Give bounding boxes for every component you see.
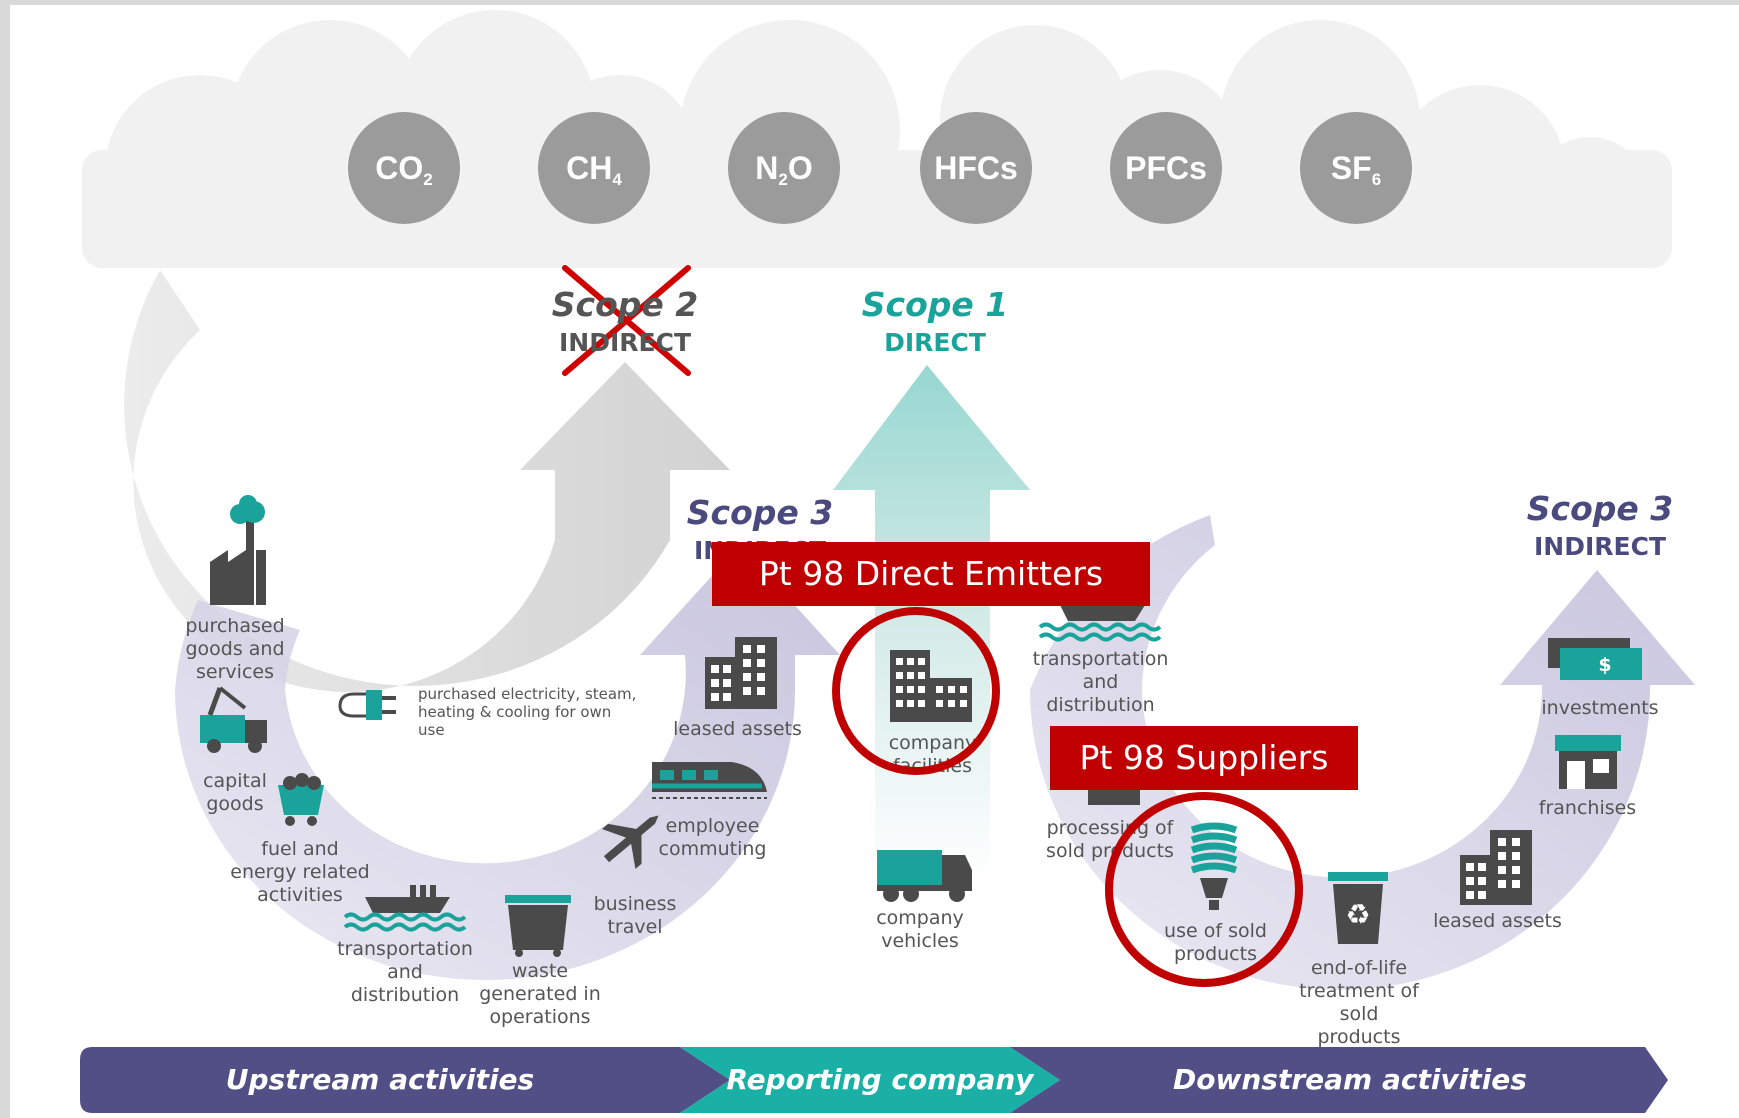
factory-icon — [210, 495, 266, 605]
scope2-cross-out-icon — [562, 265, 691, 376]
label-purchased-electricity: purchased electricity, steam, heating & … — [418, 685, 637, 739]
bar-upstream-label: Upstream activities — [225, 1063, 535, 1096]
gas-co2-base: CO — [375, 150, 424, 186]
company-truck-icon — [877, 850, 972, 902]
bar-reporting-label: Reporting company — [726, 1063, 1034, 1096]
money-icon — [1548, 638, 1642, 680]
gas-n2o-sub: 2 — [778, 170, 788, 189]
gas-sf6-base: SF — [1330, 150, 1372, 186]
label-fuel-energy: fuel and energy related activities — [230, 838, 370, 906]
label-leased-assets-upstream: leased assets — [673, 718, 802, 740]
gas-circle-pfcs: PFCs — [1110, 112, 1222, 224]
callout-direct-emitters: Pt 98 Direct Emitters — [712, 542, 1150, 606]
scope3-downstream-subtitle: INDIRECT — [1533, 532, 1666, 561]
callout-suppliers: Pt 98 Suppliers — [1050, 726, 1358, 790]
gas-ch4-sub: 4 — [612, 170, 622, 189]
label-capital-goods: capital goods — [203, 770, 267, 815]
bar-downstream-label: Downstream activities — [1173, 1063, 1527, 1096]
leased-building-icon — [1460, 830, 1532, 905]
highlight-ring-facilities — [832, 607, 1000, 775]
gas-circle-sf6: SF6 — [1300, 112, 1412, 224]
label-company-vehicles: company vehicles — [876, 907, 964, 952]
building-icon — [705, 637, 777, 709]
highlight-ring-use-of-sold — [1105, 792, 1303, 987]
electric-plug-icon — [338, 690, 396, 720]
scope2-title: Scope 2 — [551, 285, 699, 324]
label-business-travel: business travel — [593, 893, 677, 938]
airplane-icon — [601, 815, 659, 869]
label-transportation-downstream: transportation and distribution — [1032, 648, 1169, 716]
label-leased-assets-downstream: leased assets — [1433, 910, 1562, 932]
recycle-bin-icon: ♻ — [1328, 872, 1388, 944]
label-purchased-goods: purchased goods and services — [185, 615, 285, 683]
ship-icon — [343, 885, 467, 932]
gas-co2-sub: 2 — [423, 170, 433, 189]
scope1-title: Scope 1 — [861, 285, 1009, 324]
label-waste: waste generated in operations — [479, 960, 601, 1028]
coal-cart-icon — [278, 773, 324, 826]
label-franchises: franchises — [1538, 797, 1637, 819]
label-investments: investments — [1541, 697, 1659, 719]
label-employee-commuting: employee commuting — [658, 815, 767, 860]
activity-bar — [80, 1047, 1668, 1113]
crane-truck-icon — [200, 686, 267, 753]
train-icon — [652, 762, 767, 799]
gas-circle-hfcs: HFCs — [920, 112, 1032, 224]
gas-circle-n2o: N2O — [728, 112, 840, 224]
gas-n2o-tail: O — [787, 150, 813, 186]
scope2-subtitle: INDIRECT — [558, 328, 691, 357]
label-end-of-life: end-of-life treatment of sold products — [1299, 957, 1419, 1048]
gas-sf6-sub: 6 — [1371, 170, 1382, 189]
gas-ch4-base: CH — [566, 150, 613, 186]
cloud-band — [82, 10, 1672, 268]
ship-downstream-icon — [1038, 605, 1162, 642]
gas-pfcs-base: PFCs — [1125, 150, 1207, 186]
svg-text:♻: ♻ — [1345, 898, 1370, 931]
scope3-upstream-arrow — [175, 545, 840, 980]
gas-hfcs-base: HFCs — [934, 150, 1018, 186]
scope1-subtitle: DIRECT — [884, 328, 986, 357]
scope2-arrow — [124, 270, 730, 692]
dumpster-icon — [505, 895, 571, 957]
dollar-sign: $ — [1598, 654, 1612, 676]
scope3-upstream-title: Scope 3 — [686, 493, 834, 532]
label-transportation-upstream: transportation and distribution — [337, 938, 473, 1006]
processing-icon — [1088, 785, 1140, 805]
storefront-icon — [1555, 735, 1621, 789]
gas-n2o-base: N — [755, 150, 779, 186]
gas-circle-co2: CO2 — [348, 112, 460, 224]
gas-circle-ch4: CH4 — [538, 112, 650, 224]
scope3-downstream-title: Scope 3 — [1526, 489, 1674, 528]
